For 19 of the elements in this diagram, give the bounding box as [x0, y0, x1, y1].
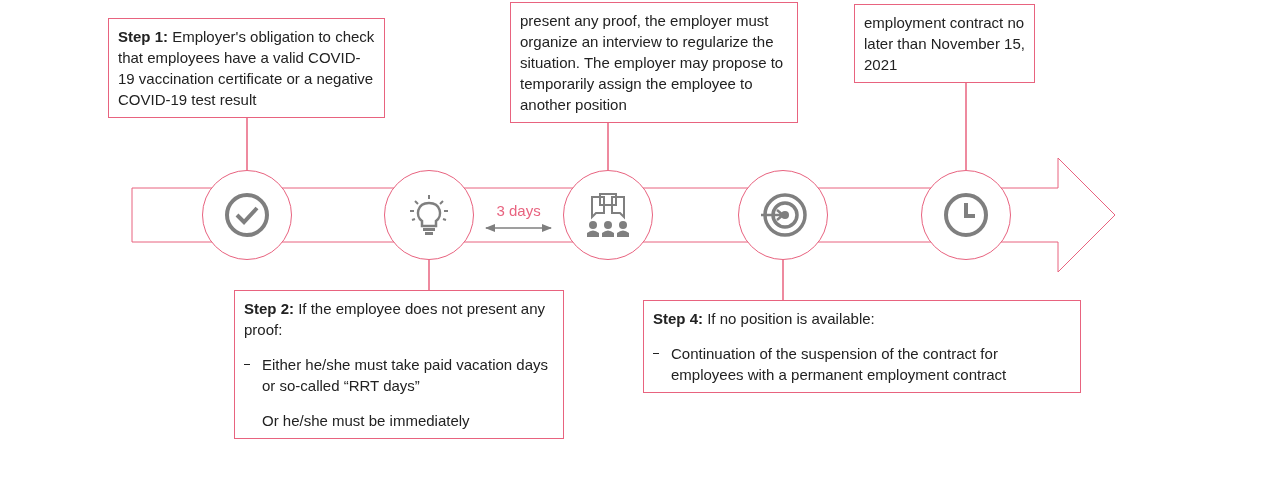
step-description: employment contract no later than November 15, 2021: [864, 13, 1025, 75]
step-description: present any proof, the employer must organize an interview to regularize the situation. The employer may propose to temporarily assign the employee to another position: [520, 11, 785, 115]
step-box: [510, 2, 798, 123]
leader-line: [782, 259, 784, 301]
step-description: Step 2: If the employee does not present any proof:: [244, 299, 546, 340]
list-item: Or he/she must be immediately: [261, 411, 471, 431]
leader-line: [607, 122, 609, 171]
step-description: Step 4: If no position is available:: [653, 309, 876, 329]
list-item: Continuation of the suspension of the contract for employees with a permanent employment contract: [653, 343, 1071, 385]
double-arrow: [484, 223, 553, 233]
list-item: Either he/she must take paid vacation days or so-called “RRT days”: [244, 354, 554, 396]
leader-line: [965, 82, 967, 171]
leader-line: [428, 259, 430, 291]
step-box: [643, 300, 1081, 393]
step-description: Step 1: Employer's obligation to check that employees have a valid COVID-19 vaccination certificate or a negative COVID-19 test result: [118, 27, 375, 110]
step-box: [108, 18, 385, 118]
step-box: [854, 4, 1035, 83]
step-box: [234, 290, 564, 439]
leader-line: [246, 117, 248, 171]
